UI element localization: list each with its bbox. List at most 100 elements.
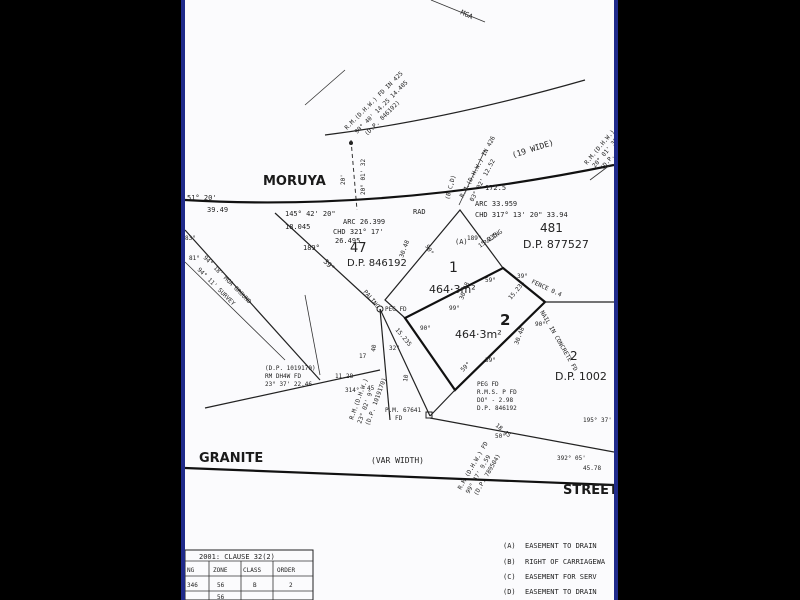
dist-45: 45	[367, 385, 375, 392]
short-leader	[304, 294, 321, 376]
dist-1128: 11.28	[335, 373, 353, 380]
lot47-dp: D.P. 846192	[347, 258, 407, 269]
pm-mark	[425, 411, 433, 419]
table-cell: 2	[289, 582, 293, 589]
legend-b-text: RIGHT OF CARRIAGEWA	[525, 558, 606, 566]
pm-label: P.M. 67641	[385, 407, 422, 414]
vertical-dist: 20'	[340, 174, 347, 185]
lot47-number: 47	[350, 241, 367, 256]
street-moruya-label: MORUYA	[263, 174, 326, 189]
chord2-label: CHD 317° 13' 20" 33.94	[475, 211, 568, 219]
lot481-dp: D.P. 877527	[523, 238, 589, 251]
vertical-dashed-line	[350, 139, 358, 211]
lot2-angle-90b: 90°	[535, 321, 546, 328]
pm-to-lot2-line	[429, 389, 456, 417]
vertical-bearing: 20° 01' 32	[360, 158, 367, 195]
table-header-order: ORDER	[277, 567, 295, 574]
legend-c-text: EASEMENT FOR SERV	[525, 573, 597, 581]
rm-ref-bearing: 23° 37' 22.46	[265, 381, 312, 388]
granite-width-label: (VAR WIDTH)	[371, 456, 424, 465]
moruya-width-label: (19 WIDE)	[511, 138, 555, 160]
lot47-angle: 189°	[303, 244, 320, 252]
brg-b-dist: 39.49	[207, 206, 228, 214]
lot1-angle-189: 189°	[467, 235, 481, 242]
lot1-area: 464·3m²	[429, 283, 476, 296]
easement-a-label: (A)	[455, 238, 468, 246]
lot47-west-boundary	[274, 212, 376, 306]
lot2-south-dim: 30.48	[513, 326, 526, 346]
clause-table: 2001: CLAUSE 32(2) NG ZONE CLASS ORDER 3…	[185, 549, 314, 600]
chord1-dist: 26.495	[335, 237, 360, 245]
angle-314: 314°	[345, 387, 359, 394]
brg-a-dist: 18.045	[285, 223, 310, 231]
rad-label: RAD	[413, 208, 426, 216]
brg-b-label: 51° 20'	[187, 194, 217, 202]
paling-label: PALING	[482, 228, 504, 246]
center-vertical-line	[379, 308, 391, 421]
moruya-street-boundary	[185, 163, 614, 204]
legend-c-key: (C)	[503, 573, 516, 581]
lot2-angle-59: 59°	[485, 277, 496, 284]
granite-street-boundary	[185, 466, 614, 487]
peg-dp-label: D.P. 846192	[477, 405, 517, 412]
dist-40: 40	[370, 344, 378, 353]
lot2-angle-90: 90°	[420, 325, 431, 332]
pm-fd-label: FD	[395, 415, 403, 422]
lot2-angle-39: 39°	[517, 273, 528, 280]
chord1-label: CHD 321° 17'	[333, 228, 384, 236]
table-cell: 56	[217, 594, 225, 600]
arc1-label: ARC 26.399	[343, 218, 385, 226]
rmh-top-leader	[304, 69, 346, 106]
lot2-angle-39b: 39°	[485, 357, 496, 364]
lot2-angle-59b: 59°	[459, 361, 472, 374]
dist-10: 10	[402, 374, 410, 383]
bearing-392: 392° 05'	[557, 455, 586, 462]
legend: (A) EASEMENT TO DRAIN (B) RIGHT OF CARRI…	[503, 542, 606, 596]
lot2-number: 2	[500, 311, 510, 329]
north-line	[430, 0, 486, 23]
peg-dist-label: DO° - 2.98	[477, 397, 514, 404]
mark-point	[349, 141, 353, 145]
paling2-label: PALING	[361, 289, 381, 310]
lot1-west-dim: 30.48	[398, 239, 411, 259]
bearing-195: 195° 37'	[583, 417, 612, 424]
peg-fd-label: PEG FD	[385, 306, 407, 313]
lot1-angle-label: 90°	[423, 244, 434, 257]
legend-b-key: (B)	[503, 558, 516, 566]
dp-ref-label: (D.P. 1019170)	[265, 365, 316, 372]
lot481-number: 481	[540, 221, 563, 235]
arc2-label: ARC 33.959	[475, 200, 517, 208]
rms-fd-label: R.M.S. P FD	[477, 389, 517, 396]
legend-a-key: (A)	[503, 542, 516, 550]
mid-leader	[458, 149, 486, 206]
table-header-ng: NG	[187, 567, 195, 574]
clause-table-border	[185, 549, 314, 600]
lot1-number: 1	[449, 260, 458, 276]
angle-50: 50°	[495, 433, 506, 440]
rm-ref-label: RM DH4W FD	[265, 373, 302, 380]
angle-81-label: 81°	[189, 255, 200, 262]
angle-32: 32°	[389, 345, 400, 352]
table-cell: B	[253, 582, 257, 589]
table-cell: 56	[217, 582, 225, 589]
center-diag-line	[379, 308, 431, 417]
dist-4578: 45.78	[583, 465, 601, 472]
lot47-bearing: 39°	[322, 258, 337, 273]
lot2-east-dim: 15.235	[507, 280, 527, 301]
survey-plan-drawing: MGA R.M.(D.H.W.) FD IN 425 90° 40' 14.25…	[185, 0, 614, 600]
granite-north-line	[429, 417, 614, 453]
bc-easement-label: (B,C,D)	[444, 174, 457, 200]
left-diagonal-line-2	[185, 261, 286, 361]
rmh-right-leader	[589, 164, 611, 181]
table-header-class: CLASS	[243, 567, 261, 574]
dist-17: 17	[359, 353, 367, 360]
table-header-zone: ZONE	[213, 567, 228, 574]
survey-plan-sheet: MGA R.M.(D.H.W.) FD IN 425 90° 40' 14.25…	[181, 0, 618, 600]
lot1-angle-99: 99°	[449, 305, 460, 312]
legend-d-key: (D)	[503, 588, 516, 596]
nail-label: NAIL IN CONCRETE FD	[538, 310, 579, 373]
legend-d-text: EASEMENT TO DRAIN	[525, 588, 597, 596]
street-granite-label: GRANITE	[199, 451, 263, 466]
angle-83-label: 83°	[185, 235, 196, 242]
rad2-label: 172.5	[485, 184, 506, 192]
